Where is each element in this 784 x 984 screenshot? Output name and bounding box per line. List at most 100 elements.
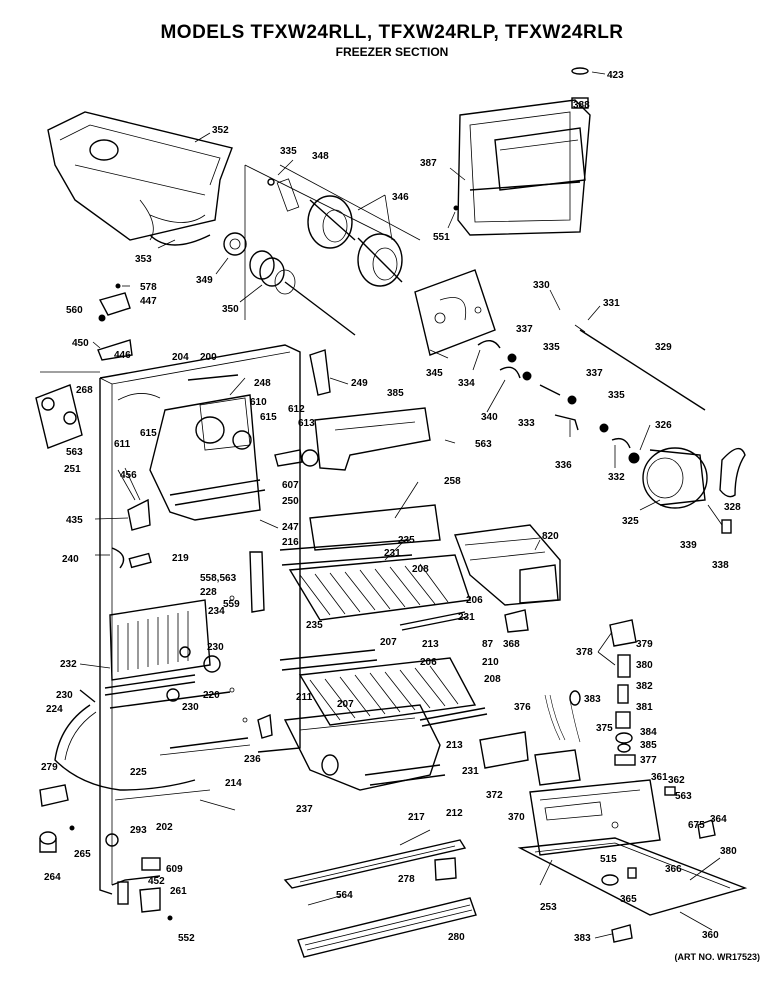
auger-bearings: [223, 232, 356, 336]
actuator-rod: [579, 329, 706, 411]
part-label: 365: [620, 894, 637, 905]
light-shield: [314, 407, 431, 471]
part-label: 609: [166, 864, 183, 875]
part-label: 331: [603, 298, 620, 309]
part-label: 326: [655, 420, 672, 431]
part-label: 216: [282, 537, 299, 548]
defrost-timer: [534, 749, 581, 786]
heater-224: [79, 689, 96, 703]
part-label: 204: [172, 352, 189, 363]
part-label: 214: [225, 778, 242, 789]
part-label: 379: [636, 639, 653, 650]
part-label: 253: [540, 902, 557, 913]
control-components: [609, 619, 637, 766]
part-label: 384: [640, 727, 657, 738]
part-label: 232: [60, 659, 77, 670]
motor-cover: [719, 447, 746, 498]
leader-lines: [79, 71, 721, 939]
part-label: 329: [655, 342, 672, 353]
part-label: 385: [387, 388, 404, 399]
bracket-279: [39, 784, 69, 807]
part-label: 364: [710, 814, 727, 825]
control-cover: [479, 731, 529, 769]
part-label: 348: [312, 151, 329, 162]
part-label: 206: [420, 657, 437, 668]
ice-bin: [283, 704, 446, 791]
part-label: 251: [64, 464, 81, 475]
part-label: 559: [223, 599, 240, 610]
part-364: [697, 819, 716, 839]
part-label: 615: [140, 428, 157, 439]
page-subtitle: FREEZER SECTION: [335, 45, 449, 59]
part-label: 211: [296, 692, 313, 703]
part-label: 372: [486, 790, 503, 801]
control-housing: [529, 779, 661, 856]
part-label: 220: [203, 690, 220, 701]
lower-shelf: [279, 649, 488, 727]
freezer-liner: [40, 344, 301, 895]
part-labels: 423 388 387 352 335 348 346 551 353 349 …: [41, 70, 741, 944]
icemaker: [454, 524, 561, 633]
part-label: 336: [555, 460, 572, 471]
part-label: 235: [306, 620, 323, 631]
part-label: 236: [244, 754, 261, 765]
part-label: 452: [148, 876, 165, 887]
part-label: 265: [74, 849, 91, 860]
part-label: 335: [608, 390, 625, 401]
part-label: 383: [584, 694, 601, 705]
part-label: 380: [720, 846, 737, 857]
part-label: 435: [66, 515, 83, 526]
part-label: 213: [422, 639, 439, 650]
part-label: 224: [46, 704, 63, 715]
part-label: 261: [170, 886, 187, 897]
part-label: 249: [351, 378, 368, 389]
part-label: 675: [688, 820, 705, 831]
part-label: 334: [458, 378, 475, 389]
part-label: 366: [665, 864, 682, 875]
part-label: 225: [130, 767, 147, 778]
part-label: 388: [573, 100, 590, 111]
part-label: 325: [622, 516, 639, 527]
heater-tube: [309, 504, 441, 551]
part-label: 335: [280, 146, 297, 157]
part-label: 264: [44, 872, 61, 883]
duct-214: [169, 737, 249, 749]
part-label: 370: [508, 812, 525, 823]
part-label: 610: [250, 397, 267, 408]
upper-shelf: [279, 539, 471, 631]
part-label: 361: [651, 772, 668, 783]
defrost-thermostat: [117, 467, 151, 531]
part-label: 231: [462, 766, 479, 777]
part-label: 330: [533, 280, 550, 291]
part-label: 345: [426, 368, 443, 379]
part-label: 268: [76, 385, 93, 396]
part-label: 247: [282, 522, 299, 533]
part-label: 381: [636, 702, 653, 713]
part-label: 346: [392, 192, 409, 203]
drain-tube: [54, 704, 196, 791]
bracket-249: [309, 349, 331, 396]
bottom-panel: [517, 837, 748, 943]
part-label: 563: [66, 447, 83, 458]
part-label: 231: [384, 548, 401, 559]
part-label: 515: [600, 854, 617, 865]
light-switch-268: [35, 384, 83, 449]
part-label: 380: [636, 660, 653, 671]
part-label: 552: [178, 933, 195, 944]
part-label: 350: [222, 304, 239, 315]
part-362: [664, 786, 676, 796]
part-label: 230: [56, 690, 73, 701]
evaporator: [104, 599, 231, 709]
part-label: 231: [458, 612, 475, 623]
part-label: 353: [135, 254, 152, 265]
part-label: 280: [448, 932, 465, 943]
part-label: 337: [586, 368, 603, 379]
part-label: 563: [675, 791, 692, 802]
part-label: 612: [288, 404, 305, 415]
part-label: 563: [475, 439, 492, 450]
part-label: 202: [156, 822, 173, 833]
part-label: 207: [337, 699, 354, 710]
part-label: 339: [680, 540, 697, 551]
part-label: 560: [66, 305, 83, 316]
